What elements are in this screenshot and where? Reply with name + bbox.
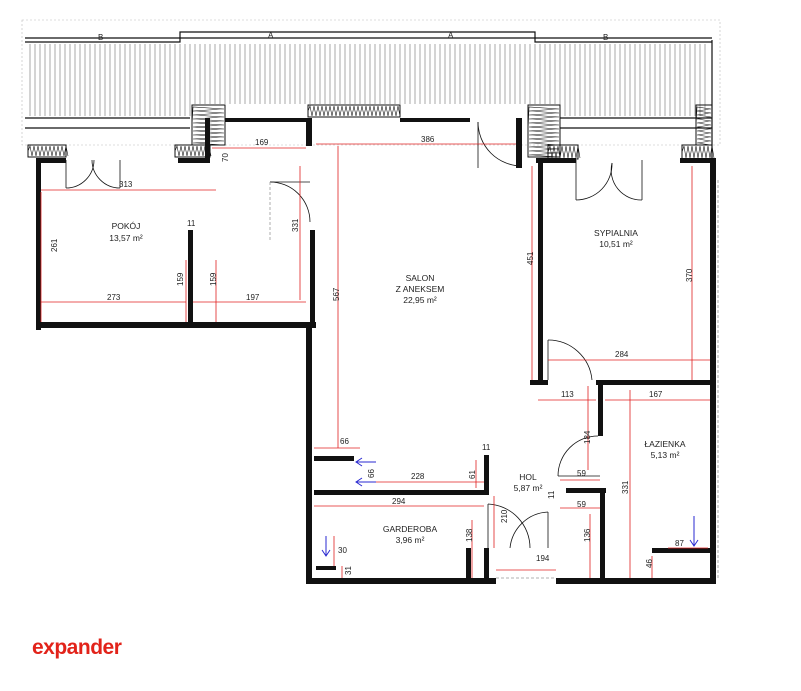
room-area-hol: 5,87 m² bbox=[514, 483, 543, 493]
walls bbox=[36, 118, 716, 584]
dim-label: 66 bbox=[367, 469, 376, 478]
dim-label: 66 bbox=[340, 437, 349, 446]
dim-label: 59 bbox=[577, 469, 586, 478]
dim-label: 87 bbox=[675, 539, 684, 548]
dim-label: 138 bbox=[465, 528, 474, 542]
balcony-label: A bbox=[448, 31, 454, 40]
dim-label: 197 bbox=[246, 293, 260, 302]
dim-label: 31 bbox=[344, 566, 353, 575]
insulation-pattern bbox=[681, 145, 715, 159]
dim-label: 11 bbox=[547, 490, 556, 499]
insulation-pattern bbox=[191, 106, 225, 146]
insulation-pattern bbox=[307, 104, 401, 117]
dim-label: 59 bbox=[577, 500, 586, 509]
dim-label: 228 bbox=[411, 472, 425, 481]
insulation-pattern bbox=[27, 144, 69, 157]
room-name-salon-2: Z ANEKSEM bbox=[396, 284, 445, 294]
dim-label: 284 bbox=[615, 350, 629, 359]
dim-label: 169 bbox=[255, 138, 269, 147]
dim-label: 313 bbox=[119, 180, 133, 189]
room-name-sypialnia: SYPIALNIA bbox=[594, 228, 638, 238]
dim-label: 159 bbox=[209, 272, 218, 286]
dim-label: 370 bbox=[685, 268, 694, 282]
room-name-pokoj: POKÓJ bbox=[112, 221, 141, 231]
dim-label: 167 bbox=[649, 390, 663, 399]
doors bbox=[65, 121, 643, 579]
exterior-wall-insulation bbox=[27, 104, 715, 160]
dim-label: 136 bbox=[583, 528, 592, 542]
dim-label: 46 bbox=[645, 559, 654, 568]
room-area-garderoba: 3,96 m² bbox=[396, 535, 425, 545]
room-labels: POKÓJ 13,57 m² SALON Z ANEKSEM 22,95 m² … bbox=[109, 221, 686, 545]
insulation-pattern bbox=[695, 106, 712, 146]
dim-label: 261 bbox=[50, 238, 59, 252]
developer-logo: expander bbox=[32, 636, 122, 659]
dim-label: 70 bbox=[221, 153, 230, 162]
room-name-salon: SALON bbox=[406, 273, 435, 283]
dim-label: 294 bbox=[392, 497, 406, 506]
dimension-lines bbox=[40, 143, 710, 578]
dim-label: 30 bbox=[338, 546, 347, 555]
insulation-pattern bbox=[547, 145, 581, 159]
dim-label: 273 bbox=[107, 293, 121, 302]
room-name-garderoba: GARDEROBA bbox=[383, 524, 438, 534]
dim-label: 567 bbox=[332, 287, 341, 301]
room-area-lazienka: 5,13 m² bbox=[651, 450, 680, 460]
ventilation-arrows bbox=[321, 457, 699, 557]
dim-label: 386 bbox=[421, 135, 435, 144]
dim-label: 451 bbox=[526, 251, 535, 265]
dim-label: 113 bbox=[561, 390, 574, 399]
dim-label: 11 bbox=[187, 219, 196, 228]
dim-label: 331 bbox=[621, 480, 630, 494]
dim-label: 11 bbox=[482, 443, 491, 452]
room-area-pokoj: 13,57 m² bbox=[109, 233, 143, 243]
balcony-label: A bbox=[268, 31, 274, 40]
dim-label: 331 bbox=[291, 218, 300, 232]
dim-label: 184 bbox=[583, 430, 592, 444]
balcony-label: B bbox=[603, 33, 608, 42]
room-area-salon: 22,95 m² bbox=[403, 295, 437, 305]
dim-label: 210 bbox=[500, 509, 509, 523]
balcony-label: B bbox=[98, 33, 103, 42]
dim-label: 194 bbox=[536, 554, 550, 563]
dim-label: 159 bbox=[176, 272, 185, 286]
room-name-lazienka: ŁAZIENKA bbox=[644, 439, 685, 449]
dim-label: 61 bbox=[468, 470, 477, 479]
dimension-labels: 70 169 386 313 11 261 159 159 273 197 33… bbox=[50, 135, 694, 575]
room-name-hol: HOL bbox=[519, 472, 537, 482]
terrace: B A A B bbox=[21, 19, 721, 146]
room-area-sypialnia: 10,51 m² bbox=[599, 239, 633, 249]
adjacent-unit-edge bbox=[711, 40, 719, 578]
